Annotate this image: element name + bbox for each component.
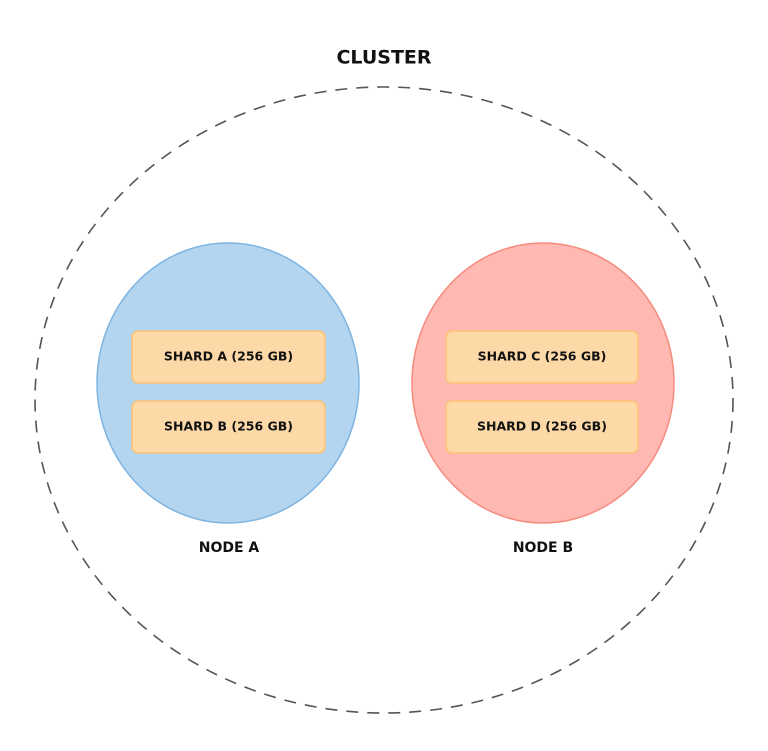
node-a-label: NODE A: [199, 540, 260, 556]
shard-b: SHARD B (256 GB): [131, 400, 326, 454]
shard-b-box: [131, 400, 326, 454]
shard-b-label: SHARD B (256 GB): [164, 419, 293, 434]
shard-c-label: SHARD C (256 GB): [478, 349, 607, 364]
shard-d-label: SHARD D (256 GB): [477, 419, 607, 434]
shard-c: SHARD C (256 GB): [445, 330, 639, 384]
cluster-label: CLUSTER: [336, 47, 431, 69]
node-a: SHARD A (256 GB) SHARD B (256 GB) NODE A: [96, 242, 360, 556]
shard-a: SHARD A (256 GB): [131, 330, 326, 384]
node-b: SHARD C (256 GB) SHARD D (256 GB) NODE B: [411, 242, 675, 556]
shard-c-box: [445, 330, 639, 384]
shard-a-box: [131, 330, 326, 384]
cluster-boundary: [34, 86, 734, 714]
shard-d: SHARD D (256 GB): [445, 400, 639, 454]
shard-a-label: SHARD A (256 GB): [164, 349, 293, 364]
shard-d-box: [445, 400, 639, 454]
node-b-label: NODE B: [513, 540, 573, 556]
